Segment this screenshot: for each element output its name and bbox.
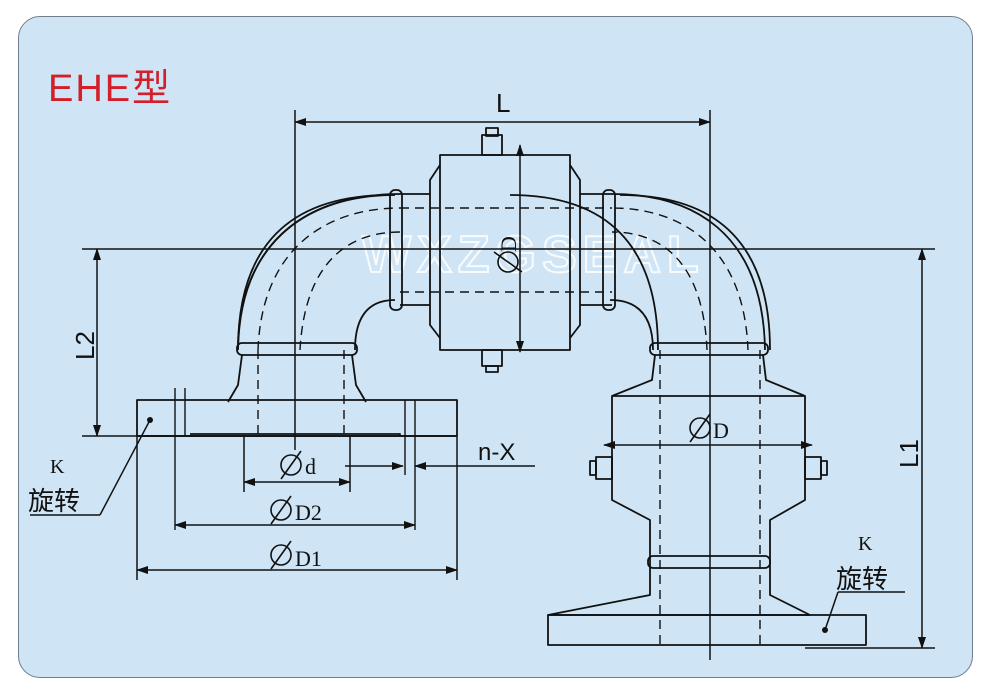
bolt-holes-label: n-X bbox=[478, 439, 515, 466]
dim-phi-D1: D1 bbox=[295, 546, 322, 571]
K-right: K bbox=[858, 533, 873, 555]
bottom-housing bbox=[547, 395, 811, 616]
dim-phi-D-bottom: D bbox=[713, 418, 729, 443]
joint-body bbox=[136, 127, 867, 646]
dim-phi-D2: D2 bbox=[295, 500, 322, 525]
K-left: K bbox=[50, 456, 65, 478]
rotate-left: 旋转 bbox=[28, 486, 80, 516]
inner-elbow bbox=[354, 299, 396, 351]
watermark-text: WXZGSEAL bbox=[362, 226, 705, 284]
dim-L: L bbox=[496, 88, 510, 118]
dim-phi-d: d bbox=[305, 454, 316, 479]
dim-L1: L1 bbox=[894, 439, 924, 468]
dim-phi-D-top: D bbox=[496, 236, 521, 252]
dim-L2: L2 bbox=[70, 331, 100, 360]
model-title: EHE型 bbox=[48, 68, 173, 110]
bottom-flange bbox=[547, 614, 867, 646]
rotate-right: 旋转 bbox=[836, 564, 888, 594]
top-housing bbox=[439, 154, 571, 351]
